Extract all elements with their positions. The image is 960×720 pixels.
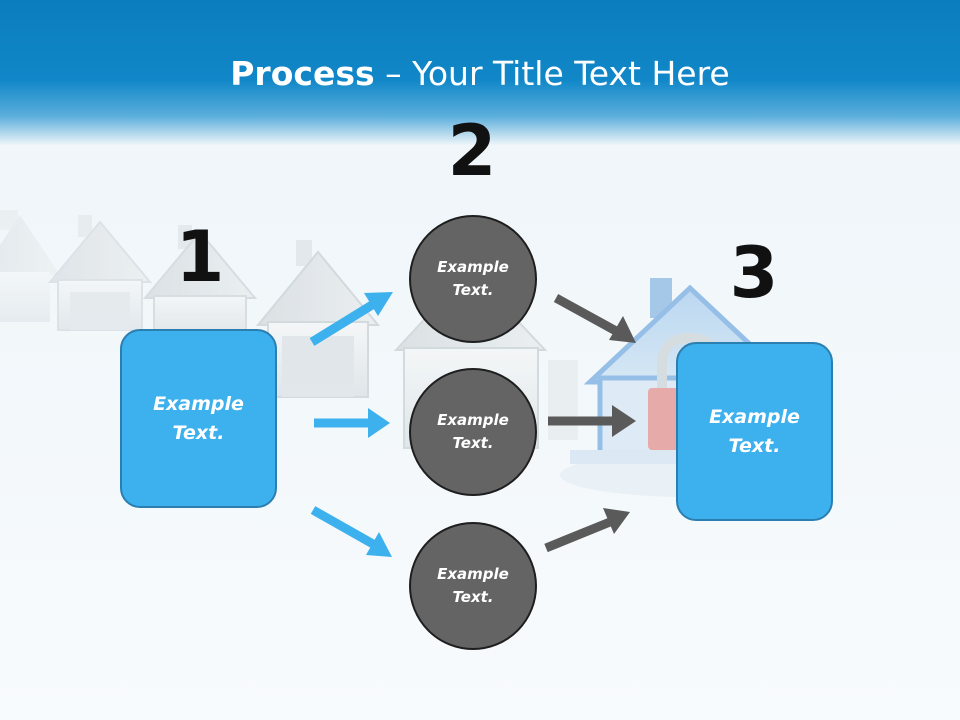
title-bold: Process — [230, 54, 375, 93]
step-box-3-text: Example Text. — [709, 405, 800, 457]
title-banner — [0, 0, 960, 145]
slide-title: Process – Your Title Text Here — [0, 52, 960, 96]
step-number-3: 3 — [729, 232, 779, 314]
step-number-2: 2 — [447, 110, 497, 192]
arrow-right-gray — [548, 405, 636, 437]
step-box-3: Example Text. — [676, 342, 833, 521]
arrow-down-right-gray — [553, 294, 636, 343]
arrow-up-right-gray — [544, 508, 630, 553]
step-box-1-text: Example Text. — [153, 392, 244, 444]
process-circle-2: Example Text. — [409, 368, 537, 496]
arrow-down-right-blue — [310, 506, 392, 557]
title-rest: – Your Title Text Here — [374, 54, 730, 93]
step-number-1: 1 — [175, 216, 225, 298]
process-circle-3-text: Example Text. — [437, 565, 509, 606]
process-circle-2-text: Example Text. — [437, 411, 509, 452]
arrow-right-blue — [314, 408, 390, 438]
blue-arrows — [309, 292, 393, 557]
process-circle-1: Example Text. — [409, 215, 537, 343]
process-circle-1-text: Example Text. — [437, 258, 509, 299]
gray-arrows — [544, 294, 636, 553]
arrow-up-right-blue — [309, 292, 393, 346]
step-box-1: Example Text. — [120, 329, 277, 508]
process-circle-3: Example Text. — [409, 522, 537, 650]
